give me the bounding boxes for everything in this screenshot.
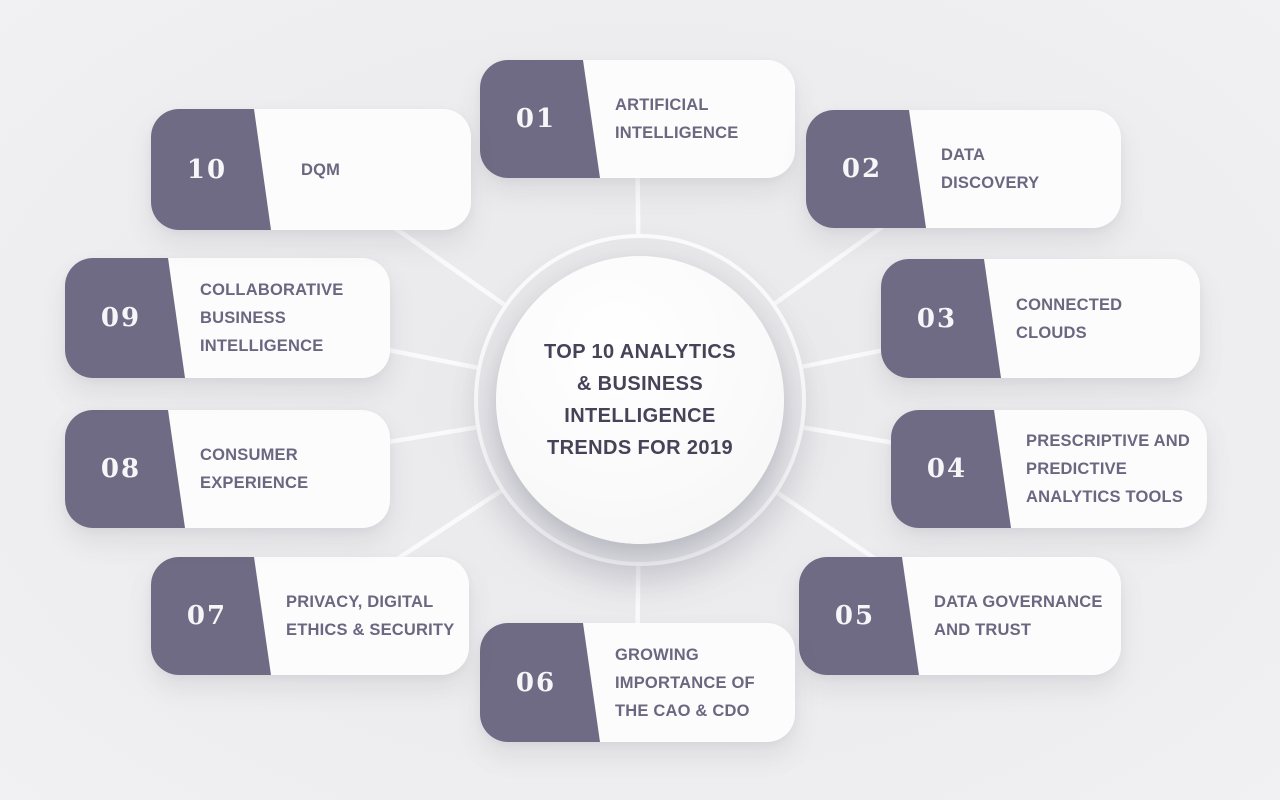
trend-number: 01	[515, 104, 557, 134]
trend-label: COLLABORATIVE BUSINESS INTELLIGENCE	[200, 281, 344, 355]
center-title: TOP 10 ANALYTICS & BUSINESS INTELLIGENCE…	[543, 341, 736, 459]
trend-number-block: 01	[480, 60, 600, 178]
trend-label: PRESCRIPTIVE AND PREDICTIVE ANALYTICS TO…	[1026, 432, 1190, 506]
trend-label: GROWING IMPORTANCE OF THE CAO & CDO	[615, 645, 755, 720]
trend-number-block: 05	[799, 557, 919, 675]
trend-label: DQM	[301, 160, 341, 179]
trend-number-block: 09	[65, 258, 185, 378]
trend-number: 10	[186, 154, 228, 185]
trend-number: 08	[100, 454, 142, 484]
trend-number: 06	[515, 667, 557, 698]
trend-card-10: 10 DQM	[151, 109, 471, 230]
trend-number-block: 06	[480, 623, 600, 742]
trend-number-block: 07	[151, 557, 271, 675]
trend-number: 07	[186, 601, 228, 631]
trend-card-03: 03 CONNECTED CLOUDS	[881, 259, 1200, 378]
trend-number-block: 08	[65, 410, 185, 528]
trend-card-09: 09 COLLABORATIVE BUSINESS INTELLIGENCE	[65, 258, 390, 378]
trend-card-02: 02 DATA DISCOVERY	[806, 110, 1121, 228]
trend-card-08: 08 CONSUMER EXPERIENCE	[65, 410, 390, 528]
trend-number-block: 02	[806, 110, 926, 228]
trend-label: PRIVACY, DIGITAL ETHICS & SECURITY	[286, 593, 455, 639]
center-circle: TOP 10 ANALYTICS & BUSINESS INTELLIGENCE…	[496, 256, 784, 544]
trend-label: DATA DISCOVERY	[941, 146, 1040, 192]
trend-label: ARTIFICIAL INTELLIGENCE	[615, 96, 739, 142]
trend-number: 03	[916, 303, 958, 334]
trend-card-01: 01 ARTIFICIAL INTELLIGENCE	[480, 60, 795, 178]
trend-number: 04	[926, 454, 968, 484]
trend-number-block: 10	[151, 109, 271, 230]
trend-number: 02	[841, 154, 883, 184]
trend-number-block: 04	[891, 410, 1011, 528]
trend-card-05: 05 DATA GOVERNANCE AND TRUST	[799, 557, 1121, 675]
trend-number-block: 03	[881, 259, 1001, 378]
trend-label: CONNECTED CLOUDS	[1016, 295, 1123, 342]
trend-card-04: 04 PRESCRIPTIVE AND PREDICTIVE ANALYTICS…	[891, 410, 1207, 528]
trend-card-06: 06 GROWING IMPORTANCE OF THE CAO & CDO	[480, 623, 795, 742]
trend-card-07: 07 PRIVACY, DIGITAL ETHICS & SECURITY	[151, 557, 469, 675]
trend-label: CONSUMER EXPERIENCE	[200, 446, 309, 492]
trend-label: DATA GOVERNANCE AND TRUST	[934, 593, 1103, 639]
trend-number: 05	[834, 601, 876, 631]
trend-number: 09	[100, 303, 142, 333]
